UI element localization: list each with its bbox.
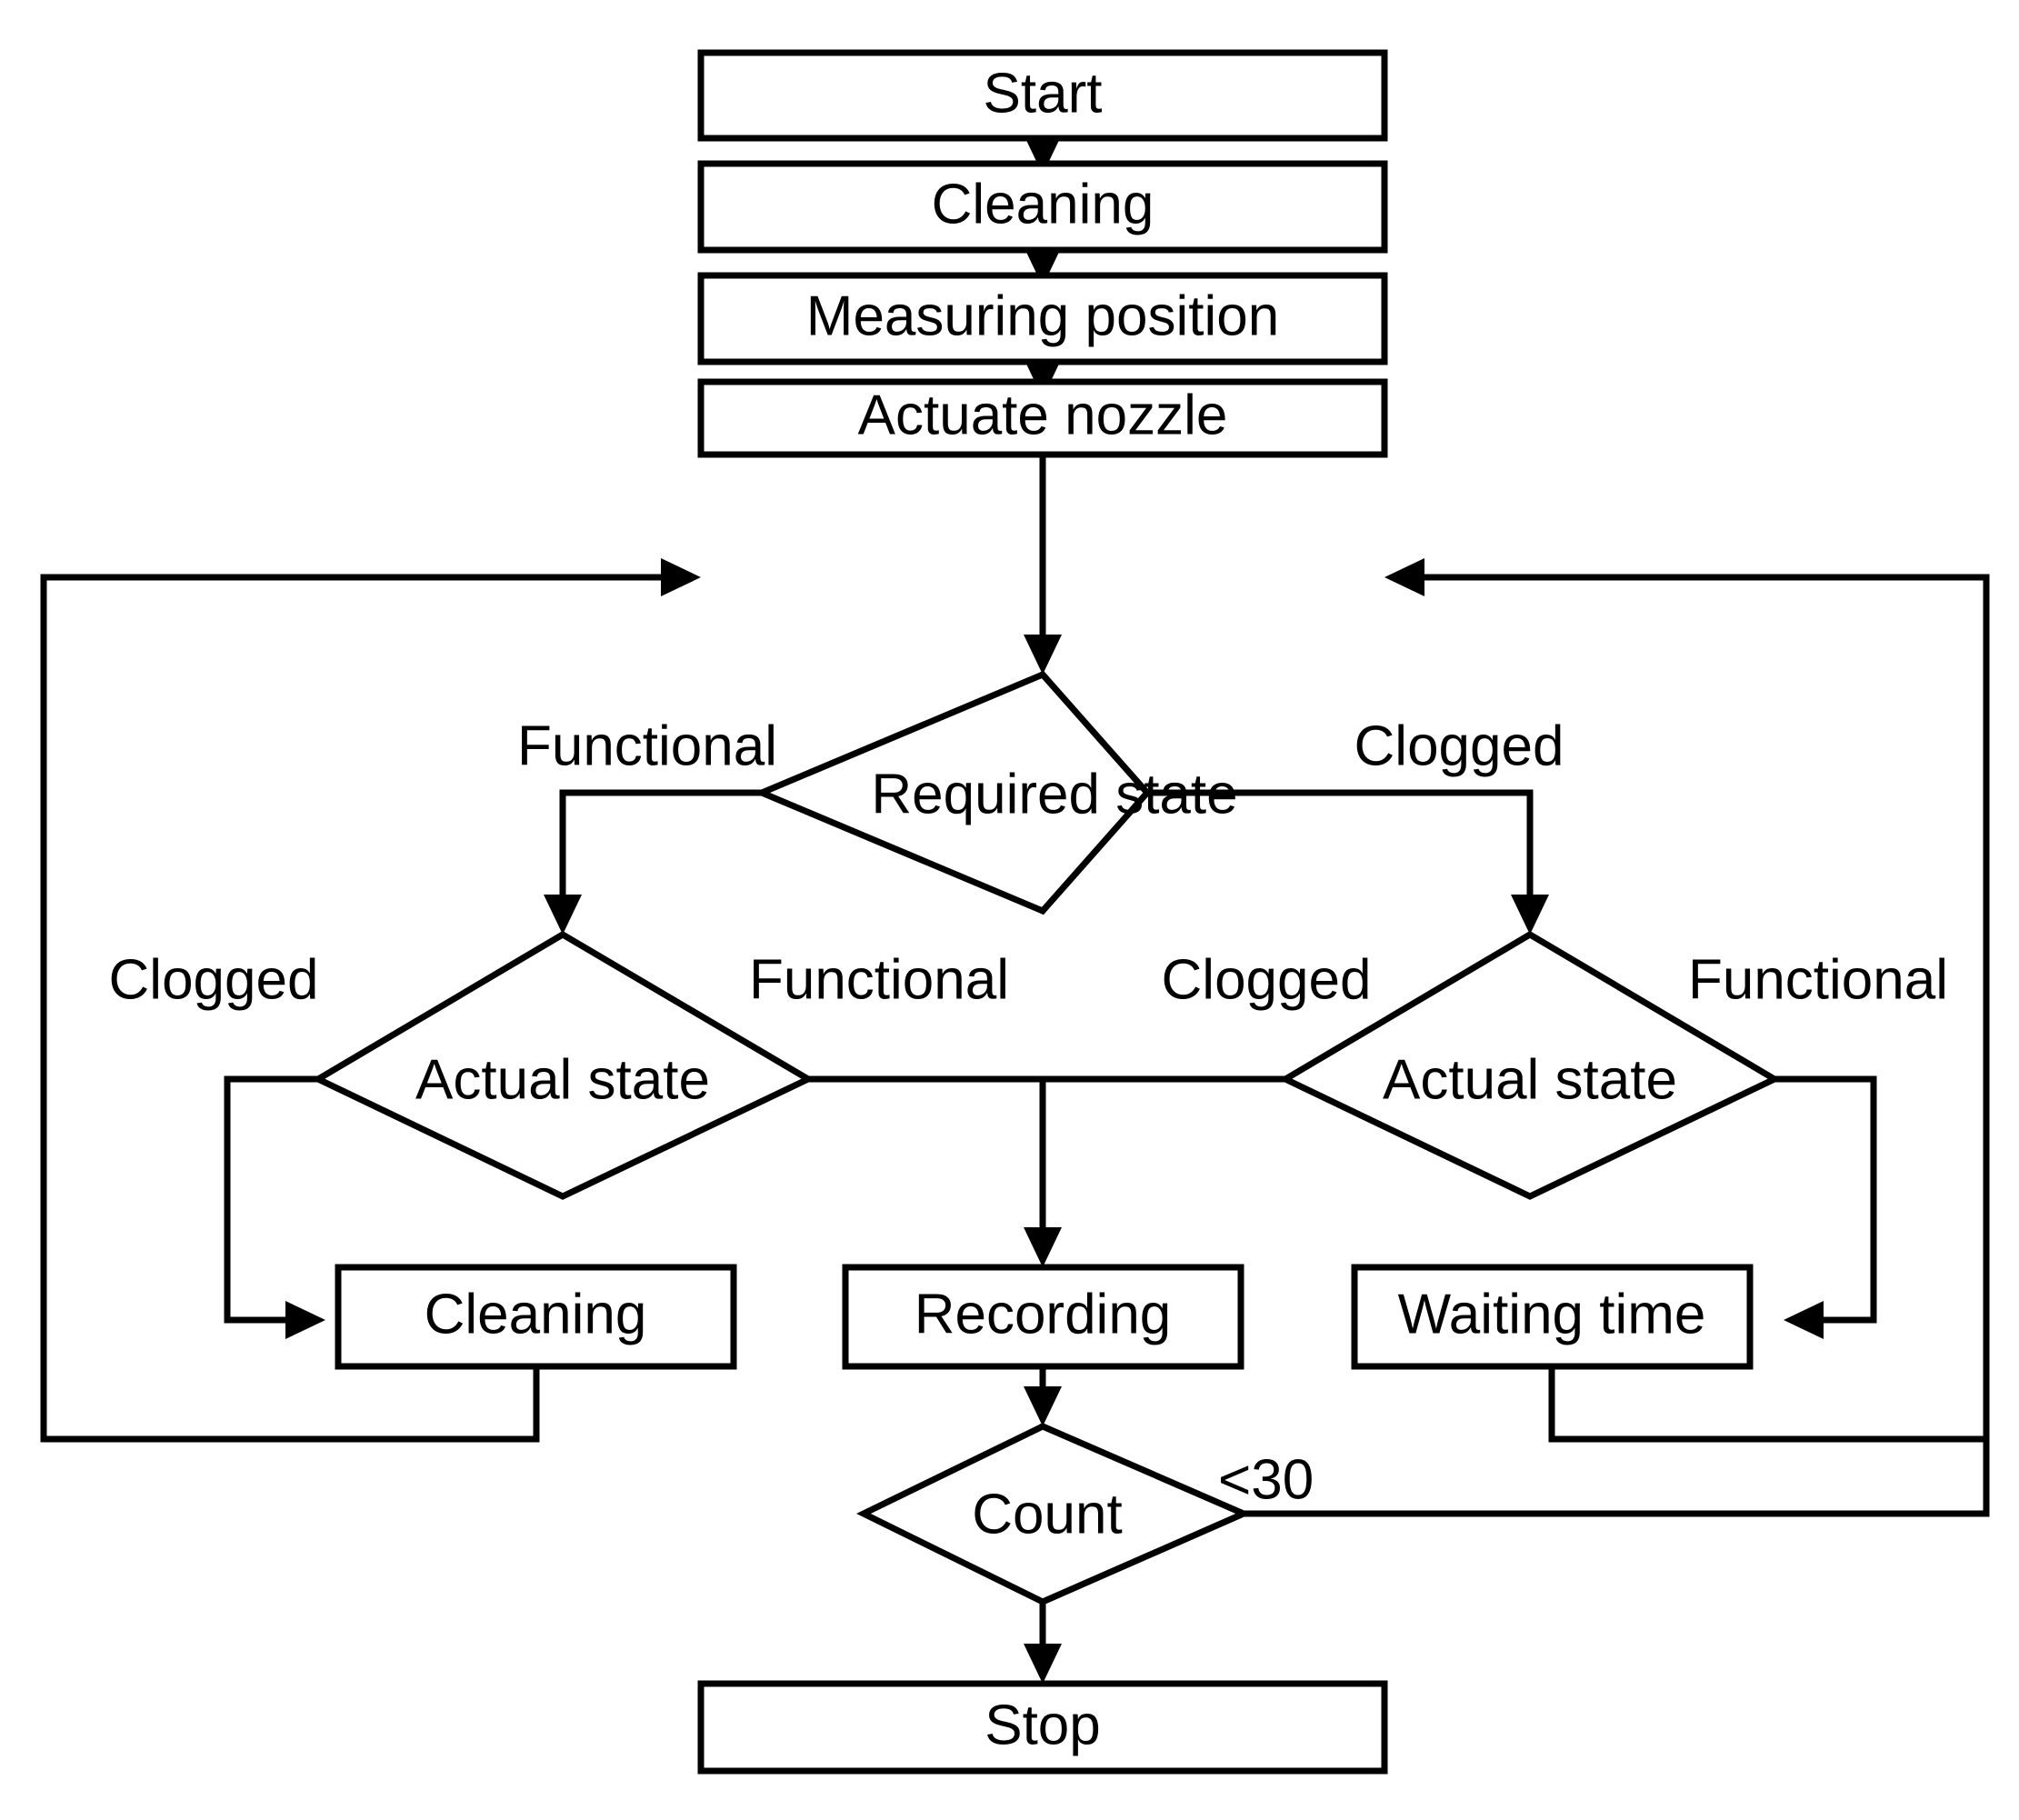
node-cleaning-top[interactable]: Cleaning <box>697 160 1388 254</box>
edge-actual-right-functional-to-waiting <box>1774 1075 1877 1339</box>
node-cleaning-bottom-label: Cleaning <box>425 1283 647 1345</box>
node-recording-label: Recording <box>915 1283 1172 1345</box>
node-measuring-position-label: Measuring position <box>806 285 1279 347</box>
edge-label-actual-left-clogged: Clogged <box>109 948 319 1011</box>
node-actuate-nozzle-label: Actuate nozzle <box>858 384 1228 446</box>
edge-junction-to-recording <box>1024 1079 1062 1267</box>
edge-required-clogged-to-actual-right <box>1147 789 1549 935</box>
edge-actual-left-clogged-to-cleaning <box>224 1075 325 1339</box>
node-count-label: Count <box>972 1483 1122 1545</box>
node-waiting-time[interactable]: Waiting time <box>1351 1264 1754 1370</box>
node-actual-state-right[interactable]: Actual state <box>1278 930 1782 1200</box>
node-count[interactable]: Count <box>856 1423 1252 1605</box>
edge-count-less30-to-actuate <box>1244 558 1990 1517</box>
node-actuate-nozzle[interactable]: Actuate nozzle <box>697 378 1388 458</box>
edge-label-required-clogged: Clogged <box>1354 715 1564 777</box>
node-stop[interactable]: Stop <box>697 1680 1388 1775</box>
node-waiting-time-label: Waiting time <box>1398 1283 1706 1345</box>
edge-waiting-loop-to-rail <box>1548 1366 1986 1443</box>
edge-count-to-stop <box>1024 1602 1062 1684</box>
edge-label-actual-left-functional: Functional <box>749 948 1009 1011</box>
edge-required-functional-to-actual-left <box>544 789 762 935</box>
node-stop-label: Stop <box>985 1694 1101 1756</box>
edge-label-actual-right-clogged: Clogged <box>1162 948 1372 1011</box>
node-start-label: Start <box>984 62 1103 125</box>
edge-label-actual-right-functional: Functional <box>1688 948 1948 1011</box>
edge-label-count-less-than-30: <30 <box>1218 1448 1314 1511</box>
edge-actuate-to-required <box>1024 455 1062 675</box>
edge-label-required-functional: Functional <box>517 715 777 777</box>
node-cleaning-bottom[interactable]: Cleaning <box>335 1264 737 1370</box>
node-actual-state-left-label: Actual state <box>415 1048 710 1111</box>
node-recording[interactable]: Recording <box>842 1264 1244 1370</box>
node-cleaning-top-label: Cleaning <box>932 173 1154 235</box>
node-actual-state-left[interactable]: Actual state <box>311 930 815 1200</box>
node-required-state[interactable]: Required state <box>753 670 1238 915</box>
node-measuring-position[interactable]: Measuring position <box>697 272 1388 365</box>
edge-cleaning-loop-to-actuate <box>40 558 701 1443</box>
node-actual-state-right-label: Actual state <box>1383 1048 1677 1111</box>
node-required-state-label: Required state <box>871 763 1237 825</box>
node-start[interactable]: Start <box>697 49 1388 142</box>
edge-recording-to-count <box>1024 1366 1062 1426</box>
